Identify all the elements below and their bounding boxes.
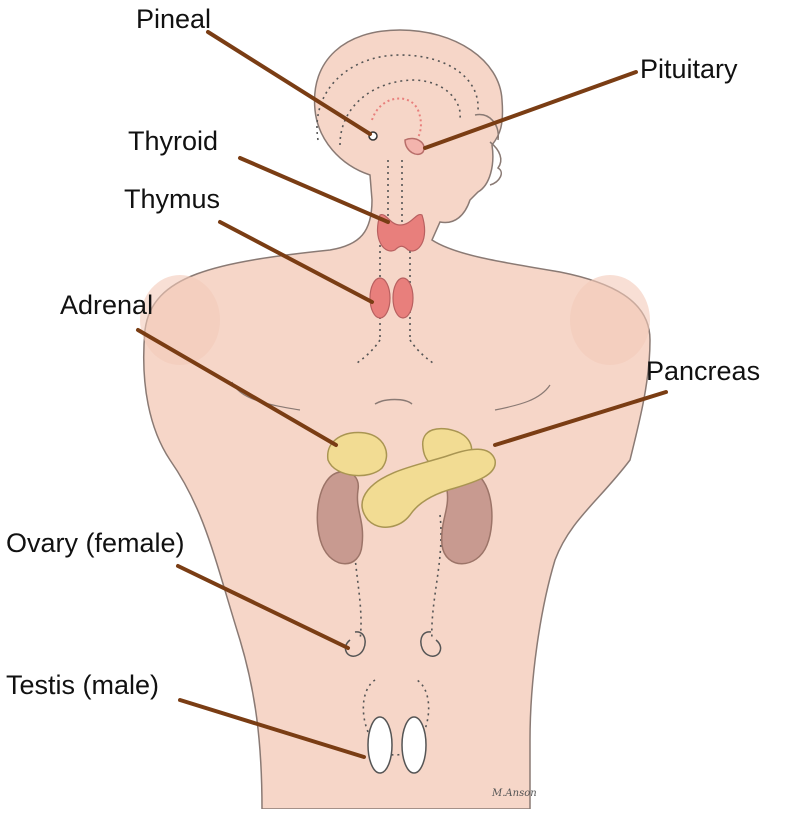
ear-outline [474, 113, 499, 141]
leader-lines [136, 30, 668, 759]
leader-line-pituitary [423, 70, 638, 150]
testis-right [401, 716, 427, 774]
face-profile [489, 141, 502, 186]
leader-line-testis [178, 698, 366, 759]
leader-line-pineal [206, 30, 372, 136]
trachea-dotted [379, 245, 411, 340]
shoulder-shade-left [140, 275, 220, 365]
pituitary-gland [404, 137, 425, 156]
testis-left [367, 716, 393, 774]
label-thyroid: Thyroid [128, 126, 219, 156]
thymus-right-lobe [392, 277, 414, 319]
label-adrenal: Adrenal [60, 290, 154, 320]
shoulder-shade-right [570, 275, 650, 365]
sternum-mark [374, 398, 413, 405]
artist-signature: M.Anson [492, 788, 537, 799]
label-thymus: Thymus [124, 184, 221, 214]
leader-line-thymus [218, 220, 374, 304]
thyroid-gland [376, 213, 426, 252]
torso-silhouette [142, 29, 651, 810]
hypothalamus-dotted [371, 97, 422, 147]
label-ovary: Ovary (female) [6, 528, 185, 558]
pancreas [361, 448, 496, 528]
label-testis: Testis (male) [6, 670, 160, 700]
label-pituitary: Pituitary [640, 54, 738, 84]
label-pineal: Pineal [136, 4, 212, 34]
leader-line-pancreas [493, 390, 668, 447]
leader-line-thyroid [238, 156, 390, 224]
label-pancreas: Pancreas [646, 356, 761, 386]
ovary-right [420, 631, 442, 657]
leader-line-ovary [176, 564, 350, 650]
adrenal-gland-left [327, 431, 388, 477]
kidney-left [316, 470, 364, 565]
leader-line-adrenal [136, 328, 338, 447]
thymus-left-lobe [369, 277, 391, 319]
pectoral-line-right [494, 384, 551, 411]
